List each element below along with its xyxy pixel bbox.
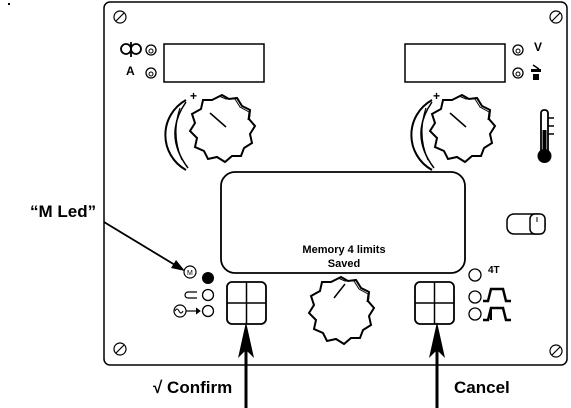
confirm-button[interactable] [227, 282, 266, 324]
display-line-2: Saved [264, 258, 424, 270]
mode-led-3 [203, 306, 214, 317]
screw-icon [114, 11, 126, 23]
right-display [405, 44, 505, 82]
cancel-annotation: Cancel [454, 378, 510, 398]
cancel-button[interactable] [415, 282, 454, 324]
mode-led-4t [469, 269, 481, 281]
left-display [164, 44, 264, 82]
m-led-symbol: M [187, 270, 193, 277]
confirm-annotation: √ Confirm [153, 378, 232, 398]
svg-text:+: + [433, 89, 440, 103]
m-led [202, 272, 214, 284]
mode-4t-label: 4T [488, 265, 500, 276]
m-led-annotation: “M Led” [30, 202, 96, 222]
screw-icon [550, 11, 562, 23]
amperage-label: A [126, 64, 135, 78]
svg-text:+: + [190, 89, 197, 103]
switch-icon [507, 214, 545, 234]
stray-dot [8, 3, 10, 5]
mode-led-pulse2 [469, 308, 481, 320]
screw-icon [114, 343, 126, 355]
mode-led-pulse1 [469, 291, 481, 303]
mode-led-2 [203, 290, 214, 301]
voltage-label: V [534, 40, 542, 54]
display-line-1: Memory 4 limits [264, 244, 424, 256]
screw-icon [550, 345, 562, 357]
